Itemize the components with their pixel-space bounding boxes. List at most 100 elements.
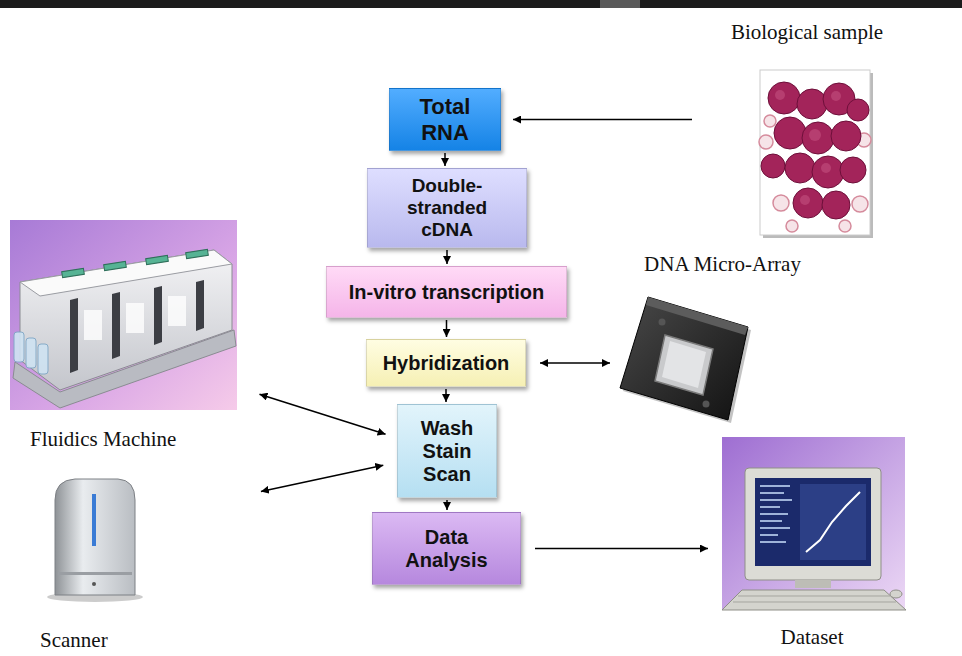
blood-smear-picture-part (759, 115, 871, 232)
computer-picture (722, 437, 906, 610)
computer-picture-part (890, 590, 902, 598)
picture-node: Dataset (712, 432, 912, 650)
top-band-highlight (600, 0, 640, 8)
blood-smear-picture (759, 70, 873, 238)
blood-smear-picture-part-part (775, 90, 785, 100)
fluidics-machine-picture-part-part (146, 255, 169, 264)
scanner-picture (47, 479, 143, 602)
fluidics-machine-picture-part (20, 250, 232, 390)
process-box: Total RNA (389, 88, 501, 151)
flow-arrow (446, 320, 448, 337)
top-band (0, 0, 962, 8)
blood-smear-picture-part-part (800, 195, 810, 205)
fluidics-machine-picture-part-part (38, 344, 48, 374)
box-label: Wash Stain Scan (404, 417, 490, 486)
fluidics-machine-picture-part-part (26, 338, 36, 368)
flow-arrow (445, 389, 447, 402)
computer-picture-part (760, 486, 792, 542)
process-box: Hybridization (366, 339, 526, 387)
microarray-chip-picture-part (662, 341, 706, 388)
fluidics-machine-picture (10, 220, 237, 410)
blood-smear-picture-part-part (773, 195, 789, 211)
fluidics-machine-picture-part-part (112, 292, 120, 359)
blood-smear-picture-part-part (852, 196, 868, 212)
blood-smear-picture-part (775, 90, 841, 205)
blood-smear-picture-part-part (847, 99, 869, 121)
flow-arrow (446, 500, 448, 510)
scanner-picture-part (92, 494, 96, 546)
process-box: In-vitro transcription (326, 266, 567, 318)
blood-smear-picture-part-part (821, 163, 831, 173)
fluidics-machine-picture-part-part (14, 332, 24, 362)
fluidics-machine-picture-part (70, 280, 204, 373)
blood-smear-picture-part-part (774, 117, 806, 149)
blood-smear-picture-part-part (802, 122, 834, 154)
flow-arrow (513, 119, 692, 121)
computer-picture-part-part (760, 541, 786, 543)
computer-picture-part-part (760, 492, 784, 494)
computer-picture-part-part (760, 499, 792, 501)
blood-smear-picture-part (761, 82, 869, 219)
computer-picture-part-part (760, 527, 790, 529)
computer-picture-part (795, 580, 831, 588)
process-box: Wash Stain Scan (397, 404, 497, 498)
blood-smear-picture-part-part (764, 115, 776, 127)
box-label: Hybridization (383, 352, 510, 375)
microarray-chip-picture-part (620, 297, 748, 420)
fluidics-machine-picture-part-part (186, 249, 209, 258)
fluidics-machine-picture-part (62, 249, 209, 277)
fluidics-machine-picture-part-part (104, 261, 127, 270)
fluidics-machine-picture-part-part (196, 280, 204, 331)
microarray-chip-picture-part (703, 401, 710, 408)
picture-node: Scanner (35, 475, 255, 653)
blood-smear-picture-part-part (761, 154, 785, 178)
blood-smear-picture-part-part (768, 82, 800, 114)
microarray-chip-picture (620, 297, 751, 423)
computer-picture-part (733, 596, 896, 602)
computer-picture-part-part (733, 602, 896, 603)
blood-smear-picture-part-part (840, 157, 866, 183)
microarray-chip-picture-part (655, 335, 713, 395)
computer-picture-part (722, 437, 905, 610)
blood-smear-picture-part-part (759, 135, 773, 149)
blood-smear-picture-part-part (831, 121, 861, 151)
flow-arrow (540, 362, 610, 364)
blood-smear-picture-part-part (793, 188, 823, 218)
computer-picture-part (800, 484, 866, 560)
blood-smear-picture-part (760, 70, 870, 235)
fluidics-machine-picture-part-part (168, 296, 186, 326)
computer-picture-part-part (760, 506, 780, 508)
blood-smear-picture-part-part (797, 89, 827, 119)
picture-caption: Scanner (40, 628, 255, 653)
picture-node: Fluidics Machine (5, 218, 250, 452)
computer-picture-part (806, 492, 860, 552)
fluidics-machine-picture-part-part (154, 286, 162, 345)
blood-smear-picture-part-part (786, 220, 798, 232)
picture-node: Biological sample (712, 20, 902, 240)
blood-smear-picture-part-part (822, 191, 850, 219)
computer-picture-part-part (738, 596, 890, 597)
scanner-picture-part (92, 582, 96, 586)
computer-picture-part-part (760, 485, 790, 487)
computer-picture-part-part (760, 513, 788, 515)
picture-caption: Fluidics Machine (30, 427, 250, 452)
box-label: In-vitro transcription (349, 281, 545, 304)
process-box: Data Analysis (372, 512, 521, 585)
scanner-picture-part (58, 572, 132, 575)
flow-arrow (446, 250, 448, 264)
microarray-chip-picture-part (646, 297, 748, 335)
fluidics-machine-picture-part-part (126, 303, 144, 333)
scanner-picture-part (55, 479, 135, 595)
fluidics-machine-picture-part-part (62, 268, 85, 277)
box-label: Double-stranded cDNA (390, 175, 504, 241)
fluidics-machine-picture-part (10, 220, 237, 410)
microarray-chip-picture-part (659, 319, 666, 326)
process-box: Double-stranded cDNA (367, 168, 527, 248)
picture-caption: Dataset (712, 625, 912, 650)
computer-picture-part (755, 478, 871, 566)
flow-arrow (535, 548, 708, 550)
computer-picture-part (722, 590, 906, 610)
fluidics-machine-picture-part-part (70, 298, 78, 373)
flow-arrow (261, 465, 383, 491)
